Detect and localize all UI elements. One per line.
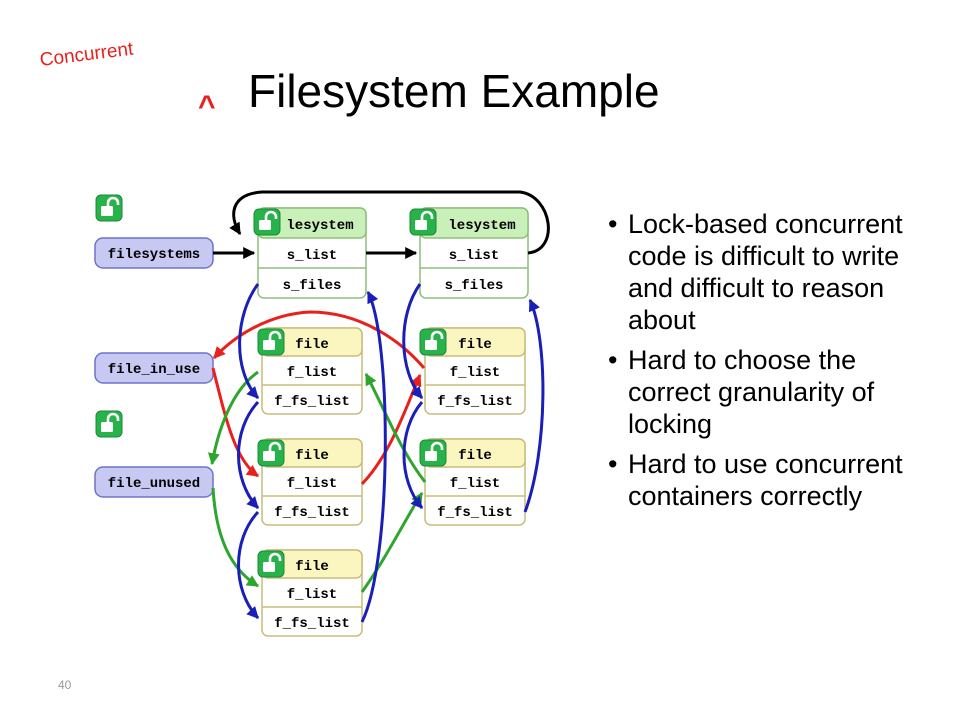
filesystem-struct-2: lesystem s_list s_files [419, 207, 529, 299]
svg-text:file: file [295, 559, 329, 575]
bullet-item: •Lock-based concurrent code is difficult… [608, 209, 903, 335]
arrow-green-4 [364, 372, 427, 483]
svg-text:file_in_use: file_in_use [108, 362, 200, 378]
svg-text:f_fs_list: f_fs_list [274, 394, 350, 410]
arrow-blue-7 [523, 298, 545, 513]
unlocked-padlock-icon [256, 549, 286, 579]
s-list-arrows [213, 190, 550, 259]
unlocked-padlock-icon [94, 193, 124, 223]
svg-text:lesystem: lesystem [448, 218, 515, 234]
fs-files-arrows [237, 283, 545, 623]
svg-text:f_list: f_list [450, 365, 500, 381]
arrow-blue-5 [402, 283, 424, 399]
unlocked-padlock-icon [418, 438, 448, 468]
bullet-item: •Hard to use concurrent containers corre… [608, 449, 903, 511]
arrow-red-1 [212, 310, 426, 369]
file-struct-4: file f_list f_fs_list [424, 327, 526, 415]
svg-text:f_list: f_list [287, 476, 337, 492]
arrow-green-2 [211, 487, 260, 588]
arrow-blue-3 [237, 510, 260, 620]
svg-text:file: file [295, 337, 329, 353]
svg-text:f_list: f_list [450, 476, 500, 492]
filesystem-diagram: filesystems file_in_use file_unused lesy… [94, 190, 550, 637]
svg-text:file: file [458, 448, 492, 464]
svg-text:s_files: s_files [283, 278, 342, 294]
root-file-unused: file_unused [94, 466, 214, 498]
svg-text:filesystems: filesystems [108, 247, 200, 263]
arrow-red-2 [211, 367, 259, 478]
root-file-in-use: file_in_use [94, 352, 214, 384]
arrow-green-1 [207, 370, 259, 466]
arrow-green-3 [360, 491, 424, 593]
svg-text:f_fs_list: f_fs_list [437, 505, 513, 521]
unlocked-padlock-icon [94, 409, 124, 439]
svg-text:s_files: s_files [445, 278, 504, 294]
svg-text:f_fs_list: f_fs_list [437, 394, 513, 410]
arrow-blue-2 [237, 400, 260, 510]
arrow-red-3 [360, 373, 422, 486]
svg-text:file: file [295, 448, 329, 464]
arrow-blue-1 [238, 283, 260, 400]
svg-text:f_fs_list: f_fs_list [274, 616, 350, 632]
file-struct-1: file f_list f_fs_list [261, 327, 363, 415]
svg-text:lesystem: lesystem [286, 218, 353, 234]
unlocked-padlock-icon [256, 327, 286, 357]
bullet-item: •Hard to choose the correct granularity … [608, 345, 875, 439]
unlocked-padlock-icon [256, 438, 286, 468]
svg-text:file: file [458, 337, 492, 353]
svg-text:f_list: f_list [287, 587, 337, 603]
svg-text:s_list: s_list [287, 248, 337, 264]
page-number: 40 [58, 678, 72, 692]
unlocked-padlock-icon [408, 207, 438, 237]
svg-text:file_unused: file_unused [108, 476, 200, 492]
svg-text:f_list: f_list [287, 365, 337, 381]
unlocked-padlock-icon [252, 207, 282, 237]
arrow-blue-6 [402, 401, 424, 509]
file-struct-2: file f_list f_fs_list [261, 438, 363, 526]
filesystem-struct-1: lesystem s_list s_files [257, 207, 367, 299]
bullet-list: •Lock-based concurrent code is difficult… [606, 208, 936, 520]
svg-text:s_list: s_list [449, 248, 499, 264]
file-struct-3: file f_list f_fs_list [261, 549, 363, 637]
svg-text:f_fs_list: f_fs_list [274, 505, 350, 521]
insertion-caret: ^ [198, 90, 216, 123]
root-filesystems: filesystems [94, 237, 214, 269]
arrow-blue-4 [360, 290, 387, 623]
arrow-fs2-back-to-fs1 [229, 190, 550, 255]
unlocked-padlock-icon [418, 327, 448, 357]
slide-title: Filesystem Example [248, 65, 660, 117]
